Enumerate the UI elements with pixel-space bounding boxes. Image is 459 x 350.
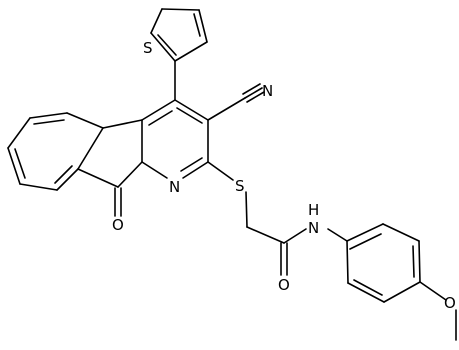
cyclopentanone-ring (77, 119, 143, 188)
atom-label-o-methoxy: O (444, 294, 456, 312)
benzene-ring-indene (7, 112, 104, 191)
bond (246, 91, 265, 103)
bond (54, 165, 73, 184)
bond (180, 157, 203, 172)
atom-label-s-thioether: S (235, 177, 245, 195)
ketone-group (114, 187, 122, 217)
amide-group (280, 228, 348, 276)
atom-label-n-amide: N (308, 219, 319, 237)
bond (182, 161, 209, 179)
bond (77, 127, 104, 170)
bond (283, 228, 307, 244)
bond (33, 119, 65, 125)
bond (412, 245, 415, 278)
methoxyphenyl-ring (346, 223, 421, 303)
bond (349, 233, 382, 250)
bond (346, 240, 349, 284)
bond (207, 97, 246, 121)
bond (150, 32, 176, 62)
bond (148, 110, 173, 126)
bond (383, 281, 421, 303)
atom-label-s-thiophene: S (143, 39, 153, 57)
atom-label-o-amide: O (278, 276, 290, 294)
bond (418, 240, 421, 283)
bond (327, 228, 348, 242)
bond (382, 223, 420, 242)
nitrile-group (207, 83, 265, 121)
atom-label-o-ketone: O (112, 216, 124, 234)
bond (161, 8, 200, 11)
thioether-linker (207, 161, 285, 244)
pyridine-ring (141, 99, 209, 179)
bond (193, 13, 201, 37)
bond (246, 226, 285, 244)
bond (353, 279, 383, 296)
atom-label-n-nitrile: N (262, 82, 273, 100)
bond (207, 161, 234, 181)
bond (174, 99, 209, 121)
bond (117, 161, 143, 188)
bond (141, 161, 168, 179)
bond (14, 148, 26, 179)
bond (174, 41, 208, 62)
bond (77, 168, 119, 188)
bond (29, 112, 68, 119)
bond (346, 223, 384, 242)
bond (7, 147, 21, 185)
bond (245, 191, 248, 228)
bond (419, 281, 447, 301)
bond (242, 83, 261, 95)
bond (141, 99, 176, 121)
bond (347, 282, 385, 303)
bond (56, 168, 79, 191)
atom-label-h-amide: H (308, 201, 319, 219)
bond (150, 8, 163, 34)
bond (157, 34, 177, 56)
bond (176, 107, 203, 124)
atom-label-n-pyridine: N (169, 178, 180, 196)
bond (102, 119, 143, 129)
methoxy-group (419, 281, 457, 341)
thiophene-ring (150, 8, 208, 62)
bond (7, 117, 31, 149)
bond (198, 9, 208, 43)
bond (66, 112, 104, 129)
bond (19, 183, 58, 191)
bond (244, 87, 263, 99)
